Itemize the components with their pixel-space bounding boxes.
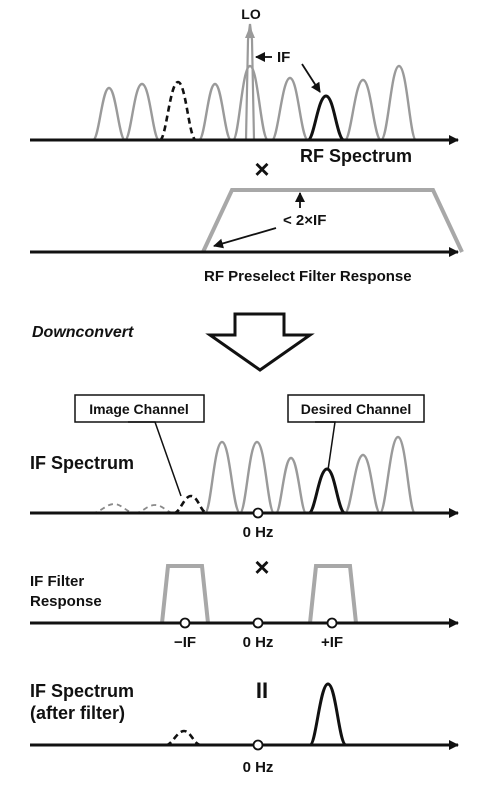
if-desired-arrow	[301, 63, 321, 93]
if-image-bump	[91, 503, 136, 514]
if-filter-neg-passband	[160, 564, 210, 624]
rf-desired-peak	[306, 94, 346, 142]
if-filter-label-line1: IF Filter	[30, 573, 84, 590]
image-channel-pointer	[128, 421, 182, 497]
rf-peak	[270, 76, 310, 142]
if-desired-peak	[307, 467, 347, 515]
rf-preselect-section: < 2×IF RF Preselect Filter Response	[30, 188, 464, 285]
if-pointer-label: IF	[277, 49, 290, 66]
lo-arrowhead	[245, 26, 255, 38]
if-image-peak	[173, 494, 208, 515]
lt-2xif-label: < 2×IF	[283, 212, 326, 229]
rf-peak	[123, 82, 161, 142]
if-after-label-line2: (after filter)	[30, 703, 125, 723]
rf-peak	[379, 64, 418, 142]
after-desired-peak	[308, 682, 348, 747]
if-peak	[343, 453, 382, 515]
equals-sign: II	[256, 678, 268, 703]
zero-hz-marker-2	[252, 617, 264, 629]
neg-if-label: −IF	[174, 634, 196, 651]
rf-peak	[231, 64, 270, 142]
downconvert-label: Downconvert	[32, 324, 134, 341]
desired-channel-label: Desired Channel	[301, 401, 411, 417]
zero-hz-label-3: 0 Hz	[243, 759, 274, 776]
downconvert-arrow	[205, 312, 315, 372]
rf-preselect-label: RF Preselect Filter Response	[204, 268, 412, 285]
if-image-bump	[134, 504, 175, 514]
if-peak	[274, 456, 308, 515]
if-peak	[378, 435, 417, 515]
zero-hz-label-2: 0 Hz	[243, 634, 274, 651]
lo-label: LO	[241, 6, 261, 22]
desired-channel-box	[287, 394, 425, 423]
rf-peak	[91, 86, 127, 142]
rf-spectrum-section: LO IF × RF Spectrum	[30, 6, 459, 184]
rf-preselect-filter-curve	[201, 188, 464, 253]
rf-peak	[343, 78, 383, 142]
image-channel-label: Image Channel	[89, 401, 189, 417]
if-filter-label-line2: Response	[30, 593, 102, 610]
pos-if-label: +IF	[321, 634, 343, 651]
zero-hz-marker-3	[252, 739, 264, 751]
pos-if-marker	[326, 617, 338, 629]
zero-hz-label-1: 0 Hz	[243, 524, 274, 541]
downconvert-section: Downconvert	[32, 312, 315, 372]
if-after-filter-section: II IF Spectrum (after filter) 0 Hz	[30, 678, 459, 776]
if-spectrum-section: Image Channel Desired Channel IF Spectru…	[30, 394, 459, 541]
if-spectrum-label: IF Spectrum	[30, 453, 134, 473]
if-filter-pos-passband	[308, 564, 358, 624]
multiply-sign-1: ×	[254, 154, 269, 184]
multiply-sign-2: ×	[254, 552, 269, 582]
if-after-label-line1: IF Spectrum	[30, 681, 134, 701]
if-zero-marker	[252, 507, 264, 519]
lo-spike	[244, 23, 256, 141]
rf-image-peak	[158, 80, 198, 142]
rf-peak	[197, 82, 233, 142]
if-peak	[238, 440, 276, 515]
neg-if-marker	[179, 617, 191, 629]
if-filter-section: × IF Filter Response −IF 0 Hz +IF	[30, 552, 459, 651]
desired-channel-pointer	[315, 421, 336, 471]
lt-2xif-skirt-arrow	[213, 227, 277, 249]
if-peak	[203, 440, 242, 515]
rf-spectrum-label: RF Spectrum	[300, 146, 412, 166]
after-image-peak	[165, 729, 202, 747]
image-channel-box	[74, 394, 205, 423]
